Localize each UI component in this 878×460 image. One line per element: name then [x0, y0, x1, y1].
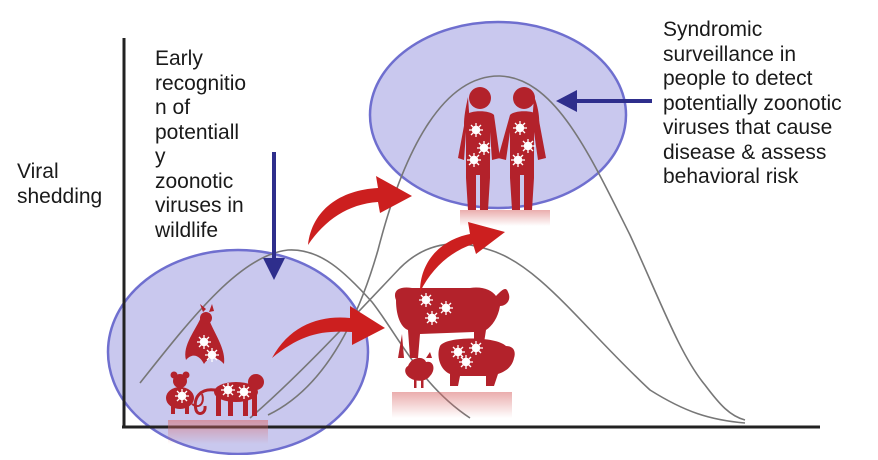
- livestock-to-people-arrow: [420, 222, 505, 292]
- livestock-reflection: [392, 392, 512, 418]
- wildlife-to-people-arrow: [308, 176, 412, 245]
- people-circle: [370, 22, 626, 208]
- syndromic-surveillance-label: Syndromic surveillance in people to dete…: [663, 18, 878, 190]
- wildlife-reflection: [168, 420, 268, 444]
- early-recognition-label: Early recognitio n of potentiall y zoono…: [155, 47, 275, 243]
- y-axis-label: Viral shedding: [17, 160, 102, 209]
